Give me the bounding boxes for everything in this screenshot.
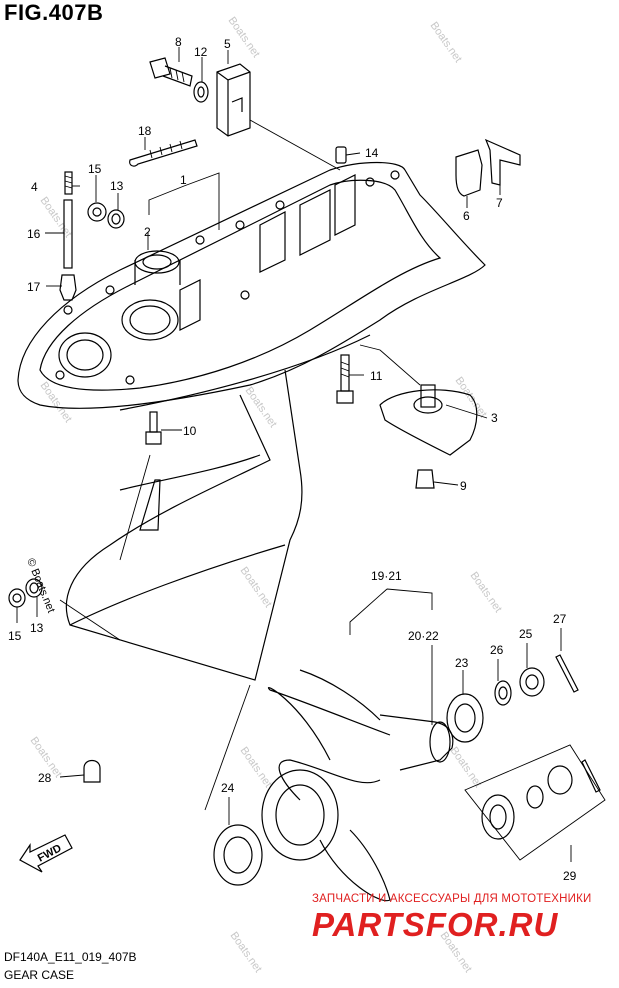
watermark-text: Boats.net xyxy=(468,570,504,615)
callout-1: 1 xyxy=(180,173,187,187)
callout-26: 26 xyxy=(490,643,504,657)
callout-15-upper: 15 xyxy=(88,162,102,176)
washer-26 xyxy=(494,680,512,706)
plug-15-lower xyxy=(8,588,26,608)
washer-12 xyxy=(193,81,209,103)
watermarks: Boats.net Boats.net Boats.net Boats.net … xyxy=(28,15,504,975)
nut-25 xyxy=(519,667,545,697)
callout-16: 16 xyxy=(27,227,41,241)
callout-19-21: 19·21 xyxy=(371,569,402,583)
stud-4 xyxy=(64,171,73,195)
watermark-text: Boats.net xyxy=(243,385,279,430)
callout-4: 4 xyxy=(31,180,38,194)
callout-24: 24 xyxy=(221,781,235,795)
callout-2: 2 xyxy=(144,225,151,239)
callout-29: 29 xyxy=(563,869,577,883)
copyright-watermark: © Boats.net xyxy=(24,557,57,615)
callout-23: 23 xyxy=(455,656,469,670)
callout-10: 10 xyxy=(183,424,197,438)
kit-29 xyxy=(464,744,606,861)
figure-title: FIG.407B xyxy=(4,0,104,25)
watermark-text: Boats.net xyxy=(38,380,74,425)
bolt-10 xyxy=(145,411,162,445)
callout-27: 27 xyxy=(553,612,567,626)
callout-6: 6 xyxy=(463,209,470,223)
anode-block-5 xyxy=(216,63,251,137)
callout-3: 3 xyxy=(491,411,498,425)
callout-28: 28 xyxy=(38,771,52,785)
dowel-pin-14 xyxy=(335,146,347,164)
callout-20-22: 20·22 xyxy=(408,629,439,643)
clip-6 xyxy=(455,149,483,197)
gasket-13-upper xyxy=(107,209,125,229)
strap-18 xyxy=(129,139,198,167)
gear-case-housing xyxy=(17,161,486,681)
callout-18: 18 xyxy=(138,124,152,138)
fwd-label: FWD xyxy=(36,842,64,864)
bolt-9 xyxy=(415,469,435,489)
spacer-24 xyxy=(213,824,263,886)
watermark-text: Boats.net xyxy=(448,745,484,790)
watermark-text: Boats.net xyxy=(238,745,274,790)
callout-14: 14 xyxy=(365,146,379,160)
tube-16 xyxy=(63,199,73,269)
trim-tab-3 xyxy=(379,384,478,456)
watermark-text: Boats.net xyxy=(226,15,262,60)
gasket-13-lower xyxy=(25,578,43,598)
watermark-text: Boats.net xyxy=(428,20,464,65)
callout-7: 7 xyxy=(496,196,503,210)
clip-7 xyxy=(484,138,521,186)
cotter-pin-27 xyxy=(555,654,579,693)
callout-15-lower: 15 xyxy=(8,629,22,643)
callout-13-lower: 13 xyxy=(30,621,44,635)
plug-15-upper xyxy=(87,202,107,222)
callout-17: 17 xyxy=(27,280,41,294)
callout-9: 9 xyxy=(460,479,467,493)
thrust-washer-23 xyxy=(446,693,484,743)
watermark-text: Boats.net xyxy=(238,565,274,610)
leader-lines xyxy=(16,47,572,862)
callout-13-upper: 13 xyxy=(110,179,124,193)
bolt-11 xyxy=(336,354,354,404)
shop-watermark-logo: PARTSFOR.RU xyxy=(312,906,559,943)
callout-11: 11 xyxy=(370,369,383,383)
shop-watermark-text: ЗАПЧАСТИ И АКСЕССУАРЫ ДЛЯ МОТОТЕХНИКИ xyxy=(312,893,592,905)
callout-25: 25 xyxy=(519,627,533,641)
bolt-8 xyxy=(149,57,193,87)
callout-labels: 8 12 5 18 14 6 7 4 15 13 1 16 2 17 11 3 … xyxy=(8,35,577,883)
figure-caption: GEAR CASE xyxy=(4,968,75,982)
watermark-text: Boats.net xyxy=(228,930,264,975)
model-code: DF140A_E11_019_407B xyxy=(4,950,137,964)
callout-5: 5 xyxy=(224,37,231,51)
fwd-arrow-icon: FWD xyxy=(19,834,73,873)
propeller xyxy=(261,669,454,902)
callout-8: 8 xyxy=(175,35,182,49)
fitting-17 xyxy=(59,274,77,301)
nut-28 xyxy=(83,759,101,783)
callout-12: 12 xyxy=(194,45,208,59)
